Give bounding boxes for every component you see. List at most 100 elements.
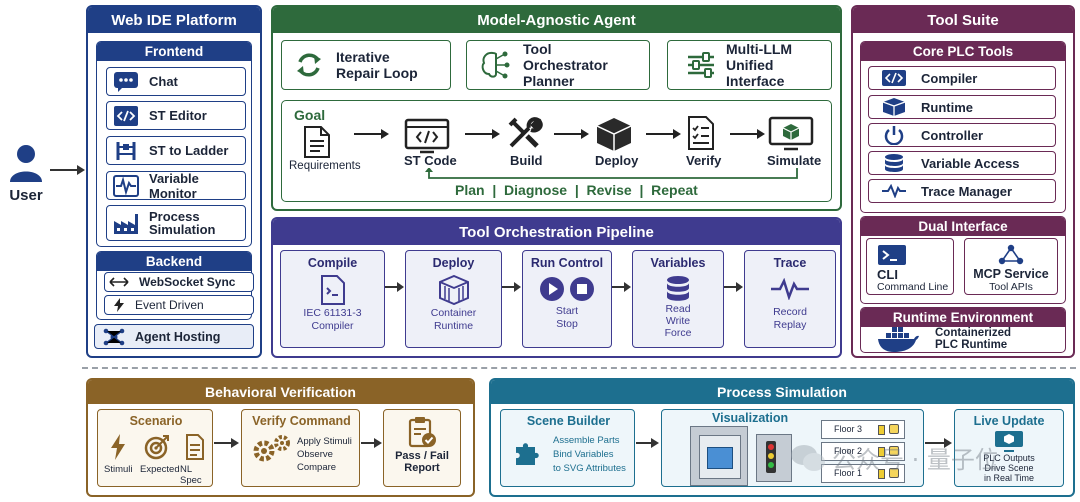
feature-label: Iterative Repair Loop xyxy=(336,49,418,81)
step-arrow xyxy=(465,129,500,139)
floor-row[interactable]: Floor 3 xyxy=(821,420,905,439)
pipeline-arrow xyxy=(724,282,743,292)
docker-whale-icon xyxy=(878,327,919,352)
elevator-car xyxy=(707,447,733,469)
pipeline-stage-trace[interactable]: Trace Record Replay xyxy=(744,250,836,348)
interface-mcp[interactable]: MCP Service Tool APIs xyxy=(964,238,1058,295)
frontend-title: Frontend xyxy=(97,42,251,61)
scenario-title: Scenario xyxy=(129,414,183,428)
pipeline-stage-compile[interactable]: Compile IEC 61131-3 Compiler xyxy=(280,250,385,348)
frontend-item-st-editor[interactable]: ST Editor xyxy=(106,101,246,130)
core-tool-controller[interactable]: Controller xyxy=(868,123,1056,147)
core-tool-label: Runtime xyxy=(921,99,973,115)
backend-item-event-driven[interactable]: Event Driven xyxy=(104,295,254,315)
feature-multi-llm[interactable]: Multi-LLM Unified Interface xyxy=(667,40,832,90)
scene-builder-text: Assemble Parts Bind Variables to SVG Att… xyxy=(553,435,626,474)
pipeline-stage-variables[interactable]: Variables Read Write Force xyxy=(632,250,724,348)
network-icon xyxy=(103,327,125,347)
report-box[interactable]: Pass / Fail Report xyxy=(383,409,461,487)
stage-title: Trace xyxy=(773,256,807,270)
section-divider xyxy=(82,367,1076,369)
backend-item-label: Event Driven xyxy=(135,298,204,312)
user-actor: User xyxy=(4,140,48,210)
floor-button-icon[interactable] xyxy=(889,446,899,456)
core-tool-trace-manager[interactable]: Trace Manager xyxy=(868,179,1056,203)
scene-builder-title: Scene Builder xyxy=(526,414,611,428)
build-tools-icon xyxy=(508,117,543,148)
floor-button-icon[interactable] xyxy=(889,424,899,434)
frontend-item-label: Chat xyxy=(149,74,178,89)
feature-label: Tool Orchestrator Planner xyxy=(523,41,608,89)
backend-item-websocket[interactable]: WebSocket Sync xyxy=(104,272,254,292)
scenario-box[interactable]: Scenario Stimuli Expected NL Spec xyxy=(97,409,213,487)
verify-command-box[interactable]: Verify Command Apply Stimuli Observe Com… xyxy=(241,409,360,487)
core-tool-runtime[interactable]: Runtime xyxy=(868,95,1056,119)
stage-desc: Container Runtime xyxy=(430,307,477,332)
bidirectional-arrow-icon xyxy=(109,276,129,288)
stage-desc: IEC 61131-3 Compiler xyxy=(303,307,362,332)
frontend-item-variable-monitor[interactable]: Variable Monitor xyxy=(106,171,246,201)
waveform-icon xyxy=(113,174,139,197)
agent-hosting-item[interactable]: Agent Hosting xyxy=(94,324,254,349)
scenario-item: Stimuli xyxy=(104,464,133,475)
frontend-item-st-to-ladder[interactable]: ST to Ladder xyxy=(106,136,246,165)
floor-indicator-icon xyxy=(878,425,885,435)
scene-builder-box[interactable]: Scene Builder Assemble Parts Bind Variab… xyxy=(500,409,635,487)
pipeline-stage-run-control[interactable]: Run Control Start Stop xyxy=(522,250,612,348)
stage-title: Run Control xyxy=(530,256,604,270)
scenario-item: Expected xyxy=(140,464,180,475)
goal-workflow-box xyxy=(281,100,832,202)
loop-bracket xyxy=(425,168,798,179)
visualization-box[interactable]: Visualization Floor 3 Floor 2 Floor 1 xyxy=(661,409,924,487)
step-arrow xyxy=(730,129,765,139)
report-label: Pass / Fail Report xyxy=(395,450,449,474)
user-arrow xyxy=(50,165,85,175)
stop-icon[interactable] xyxy=(569,276,595,302)
compile-doc-icon xyxy=(320,275,345,305)
chat-icon xyxy=(113,71,139,93)
cube-icon xyxy=(881,97,907,117)
user-label: User xyxy=(9,187,43,204)
lightning-icon xyxy=(113,298,125,312)
floor-row[interactable]: Floor 2 xyxy=(821,442,905,461)
pipeline-stage-deploy[interactable]: Deploy Container Runtime xyxy=(405,250,502,348)
terminal-icon xyxy=(878,245,906,265)
play-icon[interactable] xyxy=(539,276,565,302)
step-arrow xyxy=(354,129,389,139)
loop-text: Plan | Diagnose | Revise | Repeat xyxy=(455,182,698,198)
goal-label: Goal xyxy=(294,107,326,123)
core-tool-label: Trace Manager xyxy=(921,183,1013,199)
floor-button-icon[interactable] xyxy=(889,468,899,478)
core-tool-compiler[interactable]: Compiler xyxy=(868,66,1056,90)
agent-title: Model-Agnostic Agent xyxy=(273,7,840,33)
stage-desc: Start Stop xyxy=(555,305,579,330)
step-label-st-code: ST Code xyxy=(404,153,457,168)
flow-arrow xyxy=(214,438,239,448)
step-arrow xyxy=(646,129,681,139)
feature-iterative-repair[interactable]: Iterative Repair Loop xyxy=(281,40,451,90)
ladder-icon xyxy=(113,140,139,162)
step-arrow xyxy=(554,129,589,139)
verify-command-title: Verify Command xyxy=(252,414,351,428)
core-tool-variable-access[interactable]: Variable Access xyxy=(868,151,1056,175)
visualization-title: Visualization xyxy=(712,411,789,425)
core-tool-label: Compiler xyxy=(921,70,978,86)
frontend-item-chat[interactable]: Chat xyxy=(106,67,246,96)
interface-cli[interactable]: CLI Command Line xyxy=(866,238,954,295)
live-update-box[interactable]: Live Update PLC Outputs Drive Scene in R… xyxy=(954,409,1064,487)
core-tool-label: Variable Access xyxy=(921,155,1020,171)
backend-title: Backend xyxy=(97,252,251,271)
floor-row[interactable]: Floor 1 xyxy=(821,464,905,483)
step-label-deploy: Deploy xyxy=(595,153,639,168)
feature-tool-orchestrator[interactable]: Tool Orchestrator Planner xyxy=(466,40,650,90)
elevator-shaft xyxy=(690,426,748,486)
sliders-icon xyxy=(686,52,716,78)
runtime-env-title: Runtime Environment xyxy=(861,308,1065,327)
frontend-item-process-simulation[interactable]: Process Simulation xyxy=(106,205,246,241)
cli-sub: Command Line xyxy=(877,281,949,293)
code-icon xyxy=(113,105,139,127)
frontend-item-label: ST Editor xyxy=(149,108,207,123)
pipeline-arrow xyxy=(612,282,631,292)
verify-command-items: Apply Stimuli Observe Compare xyxy=(297,436,352,473)
deploy-container-icon xyxy=(596,118,632,151)
